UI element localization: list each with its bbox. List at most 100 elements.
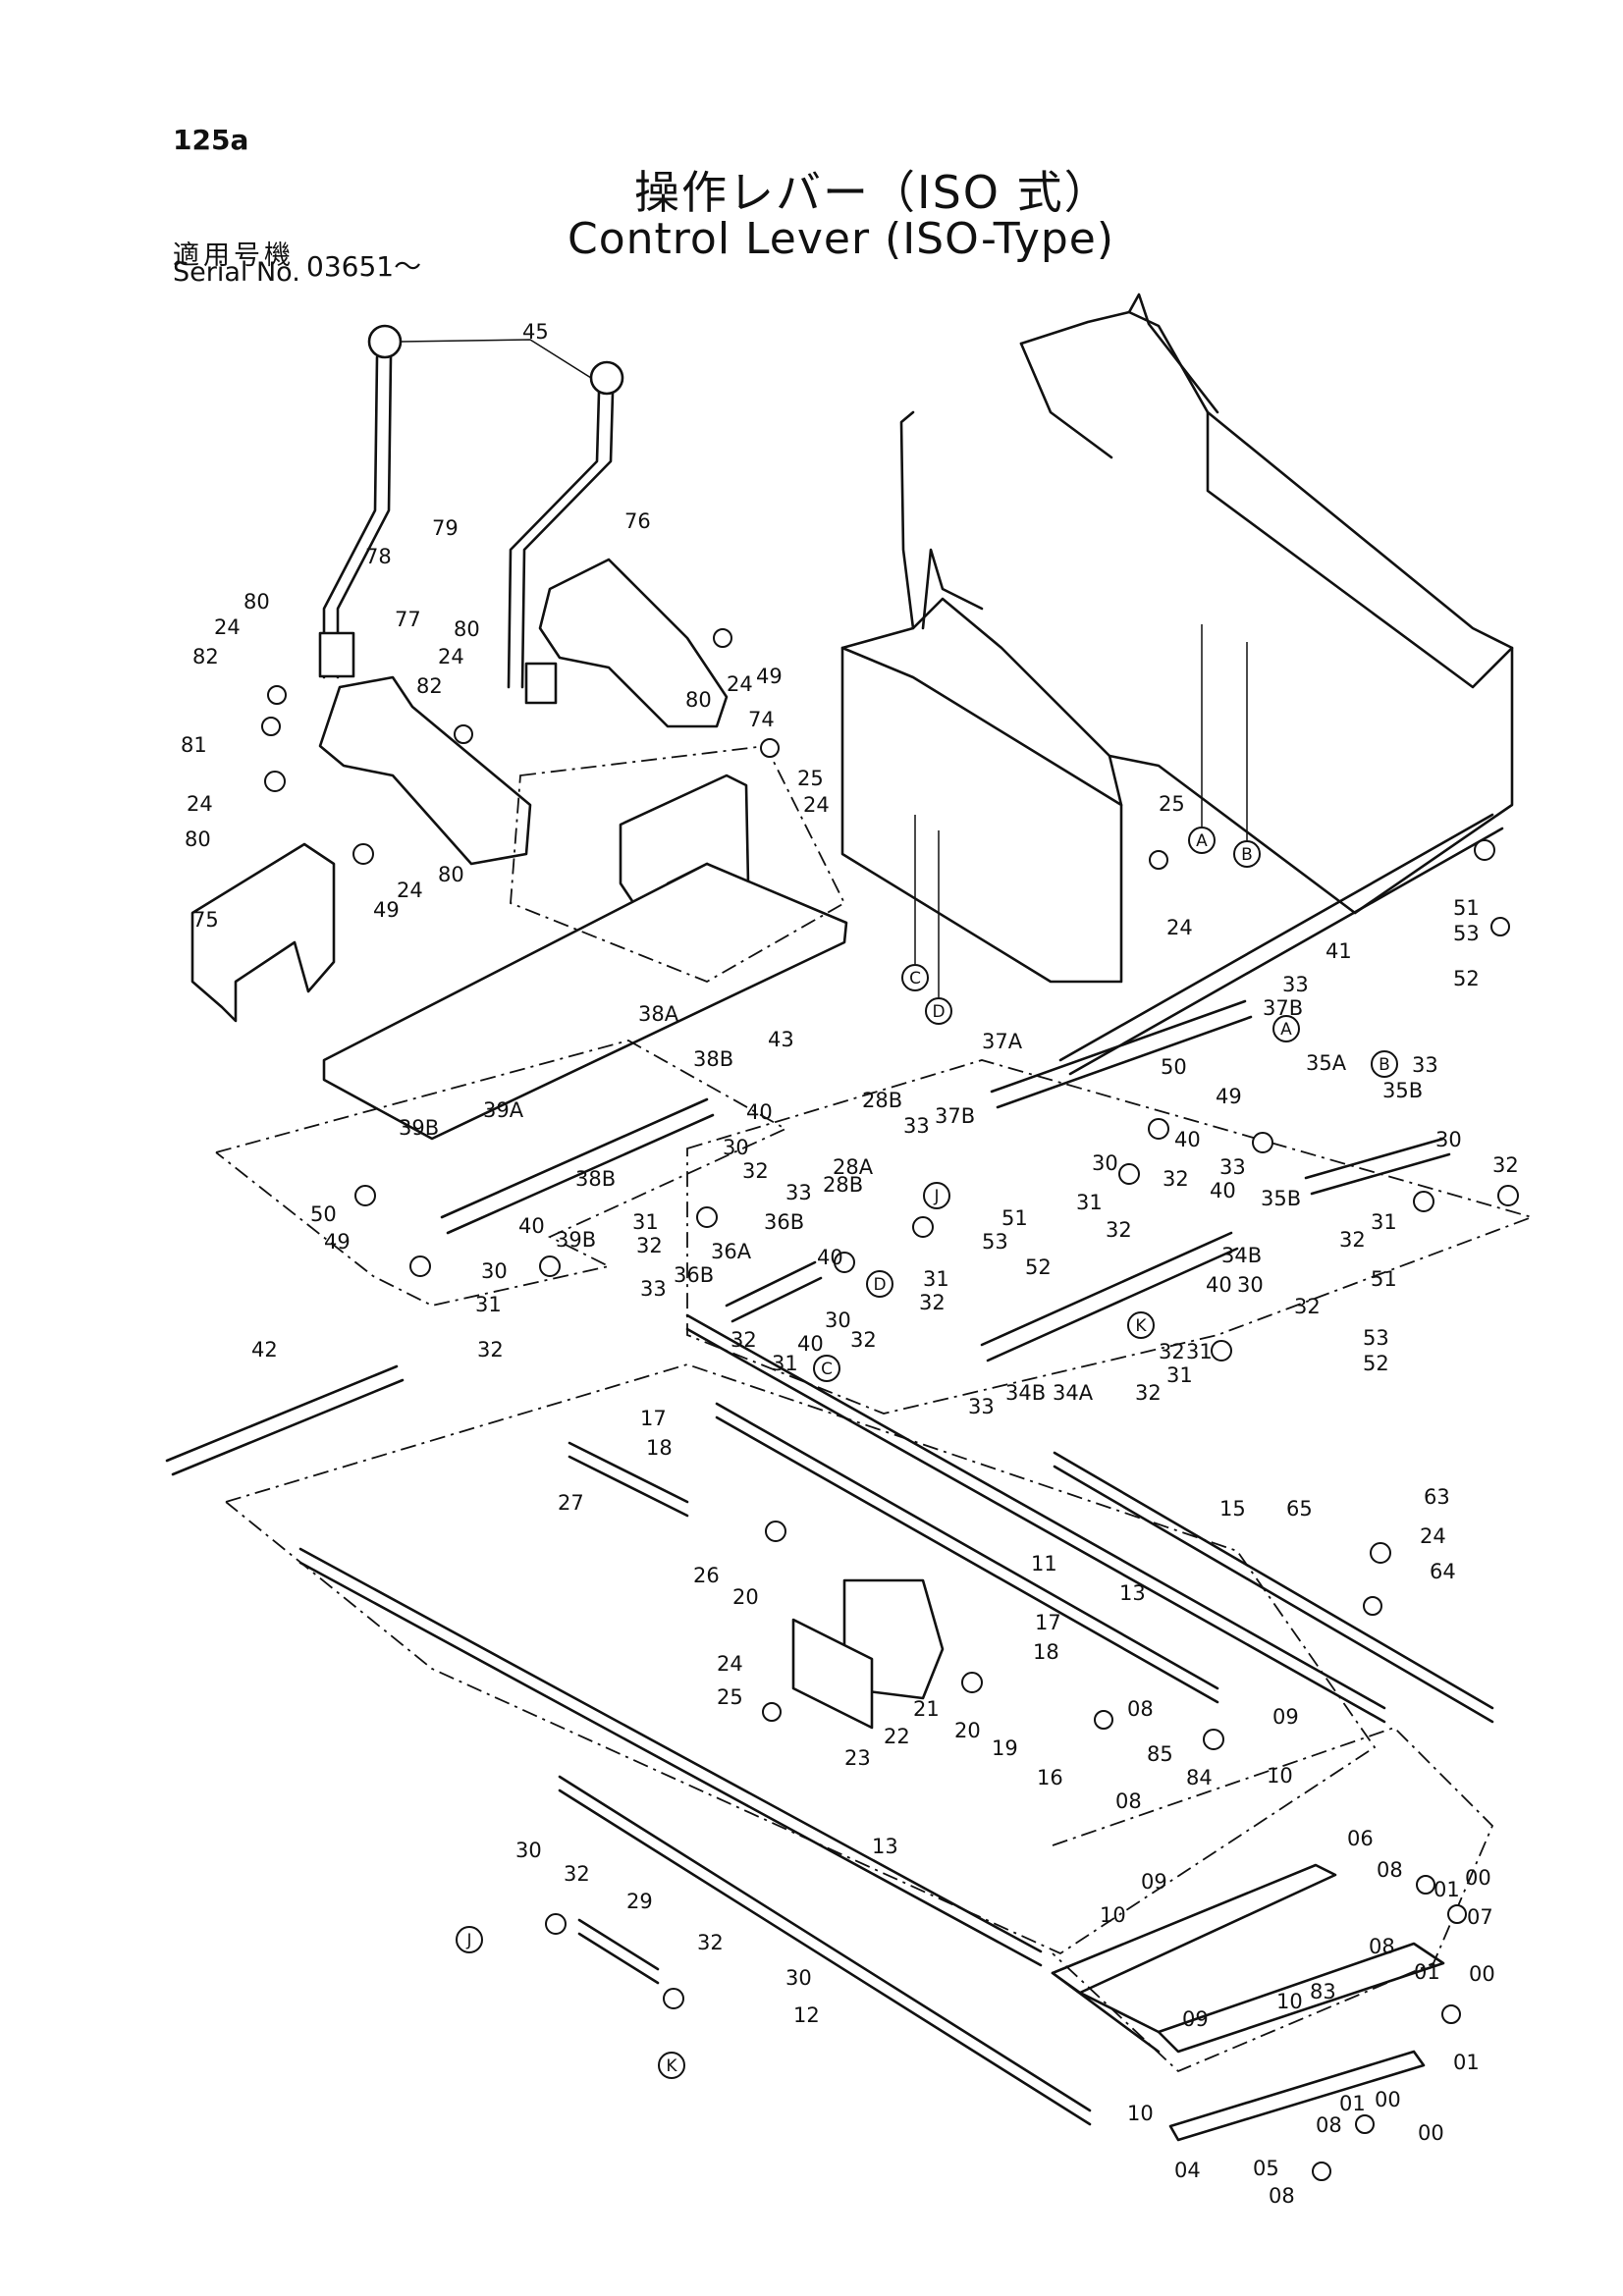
svg-text:40: 40 (797, 1332, 824, 1356)
rod-29 (577, 1918, 660, 1985)
svg-text:J: J (465, 1931, 471, 1950)
svg-text:35A: 35A (1306, 1051, 1347, 1075)
svg-text:00: 00 (1375, 2088, 1401, 2111)
shaft-41 (1058, 813, 1504, 1076)
svg-text:38A: 38A (638, 1002, 679, 1026)
svg-text:07: 07 (1467, 1905, 1493, 1929)
svg-text:34B: 34B (1221, 1244, 1262, 1267)
svg-text:K: K (666, 2056, 677, 2076)
svg-text:79: 79 (432, 516, 459, 540)
svg-text:83: 83 (1310, 1980, 1336, 2003)
svg-text:38B: 38B (575, 1167, 616, 1191)
svg-text:24: 24 (187, 792, 213, 816)
assembly-boundary-top (510, 745, 846, 983)
svg-text:K: K (1135, 1316, 1147, 1336)
console-housing-right (1019, 293, 1514, 915)
svg-text:05: 05 (1253, 2157, 1279, 2180)
title-english: Control Lever (ISO-Type) (568, 214, 1115, 264)
svg-text:31: 31 (1186, 1340, 1213, 1363)
damper-assembly-21 (791, 1578, 945, 1730)
svg-text:10: 10 (1100, 1903, 1126, 1927)
assembly-boundary-middle (686, 1059, 1535, 1415)
svg-text:25: 25 (797, 767, 824, 790)
lever-shaft-37A (990, 999, 1253, 1109)
svg-text:30: 30 (1435, 1128, 1462, 1151)
svg-text:01: 01 (1339, 2092, 1366, 2115)
svg-text:45: 45 (522, 320, 549, 344)
svg-text:08: 08 (1316, 2113, 1342, 2137)
svg-text:32: 32 (730, 1328, 757, 1352)
svg-text:23: 23 (844, 1746, 871, 1770)
svg-text:09: 09 (1182, 2007, 1209, 2031)
svg-text:17: 17 (1035, 1611, 1061, 1634)
svg-text:28A: 28A (833, 1155, 874, 1179)
svg-text:36B: 36B (764, 1210, 804, 1234)
rod-15 (1053, 1451, 1494, 1724)
serial-label-english: Serial No. (173, 257, 300, 288)
svg-text:J: J (933, 1187, 939, 1206)
svg-text:39A: 39A (483, 1098, 524, 1122)
serial-number-value: 03651～ (306, 250, 422, 283)
svg-text:53: 53 (1453, 922, 1480, 945)
svg-text:21: 21 (913, 1697, 940, 1721)
svg-text:84: 84 (1186, 1766, 1213, 1789)
svg-text:74: 74 (748, 708, 775, 731)
svg-text:30: 30 (723, 1136, 749, 1159)
svg-text:D: D (932, 1002, 945, 1022)
svg-text:81: 81 (181, 733, 207, 757)
assembly-boundary-base (1052, 1726, 1494, 2073)
svg-text:16: 16 (1037, 1766, 1063, 1789)
bracket-75 (190, 842, 336, 1023)
svg-text:49: 49 (373, 898, 400, 922)
svg-text:33: 33 (1412, 1053, 1438, 1077)
svg-text:29: 29 (626, 1890, 653, 1913)
svg-text:32: 32 (1163, 1167, 1189, 1191)
svg-text:31: 31 (1076, 1191, 1103, 1214)
svg-text:20: 20 (732, 1585, 759, 1609)
svg-text:13: 13 (872, 1835, 898, 1858)
svg-text:34A: 34A (1053, 1381, 1094, 1405)
svg-text:37A: 37A (982, 1030, 1023, 1053)
svg-text:76: 76 (624, 509, 651, 533)
svg-text:31: 31 (632, 1210, 659, 1234)
svg-text:52: 52 (1025, 1255, 1052, 1279)
svg-text:50: 50 (310, 1202, 337, 1226)
leader-45 (400, 339, 592, 379)
svg-text:24: 24 (214, 615, 241, 639)
svg-text:12: 12 (793, 2003, 820, 2027)
svg-text:52: 52 (1363, 1352, 1389, 1375)
svg-text:31: 31 (475, 1293, 502, 1316)
svg-text:24: 24 (438, 645, 464, 668)
svg-text:37B: 37B (935, 1104, 975, 1128)
svg-text:01: 01 (1453, 2051, 1480, 2074)
svg-text:01: 01 (1434, 1878, 1460, 1901)
lever-shaft-35A (1304, 1137, 1451, 1196)
svg-text:36B: 36B (674, 1263, 714, 1287)
svg-text:C: C (821, 1360, 833, 1379)
svg-text:25: 25 (1159, 792, 1185, 816)
svg-text:30: 30 (1092, 1151, 1118, 1175)
svg-text:18: 18 (1033, 1640, 1059, 1664)
svg-text:39B: 39B (399, 1116, 439, 1140)
pedal-left (318, 675, 532, 866)
svg-text:01: 01 (1414, 1960, 1440, 1984)
svg-text:49: 49 (324, 1230, 351, 1254)
svg-text:64: 64 (1430, 1560, 1456, 1583)
svg-text:80: 80 (243, 590, 270, 614)
svg-text:32: 32 (564, 1862, 590, 1886)
shaft-42 (165, 1364, 405, 1476)
svg-text:35B: 35B (1261, 1187, 1301, 1210)
svg-text:36A: 36A (711, 1240, 752, 1263)
svg-text:53: 53 (1363, 1326, 1389, 1350)
svg-text:51: 51 (1371, 1267, 1397, 1291)
svg-text:80: 80 (685, 688, 712, 712)
serial-label-japanese: 適用号機 (173, 240, 295, 271)
svg-text:33: 33 (785, 1181, 812, 1204)
svg-text:31: 31 (772, 1352, 798, 1375)
svg-text:33: 33 (968, 1395, 995, 1418)
svg-text:32: 32 (1339, 1228, 1366, 1252)
svg-text:B: B (1379, 1055, 1390, 1075)
svg-text:A: A (1196, 831, 1208, 851)
svg-text:18: 18 (646, 1436, 673, 1460)
